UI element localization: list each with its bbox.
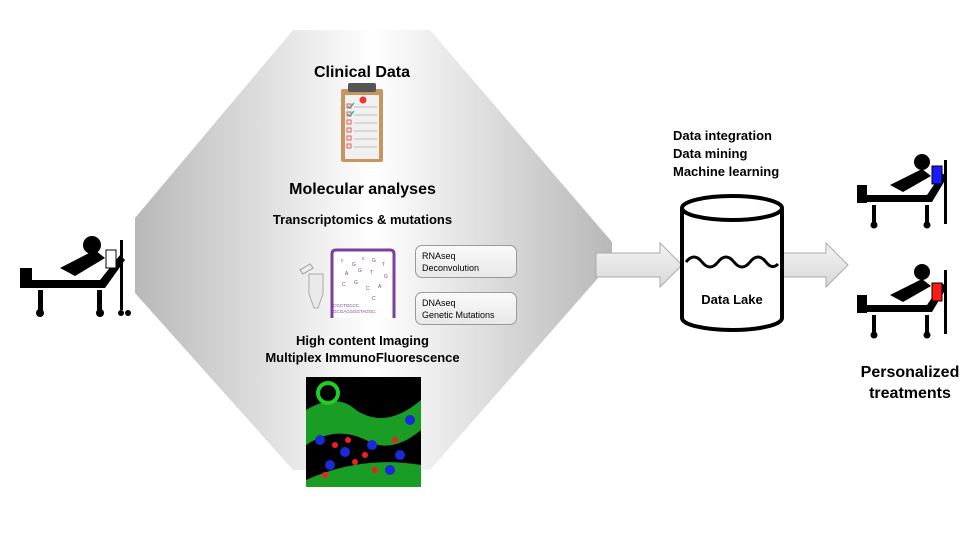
imaging-title-2: Multiplex ImmunoFluorescence [265,350,460,365]
data-lake-cylinder [680,194,784,332]
transcriptomics-title: Transcriptomics & mutations [272,212,453,227]
personalized-treatments-label: Personalized treatments [845,362,975,404]
svg-text:A: A [378,284,382,290]
svg-text:C: C [342,282,346,288]
rnaseq-label: RNAseq [422,251,456,261]
patient-icon-treated-blue [857,154,947,229]
data-lake-label: Data Lake [701,292,763,307]
svg-text:c: c [341,258,344,264]
dnaseq-label: DNAseq [422,298,456,308]
dna-sequence-1: CGCTGCCC [333,303,359,308]
arrow-to-treatments [782,241,849,289]
imaging-title-1: High content Imaging [296,333,429,348]
outcome-line-2: treatments [869,385,951,402]
molecular-analyses-title: Molecular analyses [289,181,436,198]
svg-text:T: T [370,270,373,276]
immunofluorescence-image [306,377,421,487]
genetic-mutations-label: Genetic Mutations [422,310,495,320]
svg-text:C: C [372,296,376,302]
svg-text:T: T [382,262,385,268]
data-integration-label: Data integration [673,128,772,143]
patient-icon-treated-red [857,264,947,339]
clinical-data-title: Clinical Data [313,64,411,81]
dna-sequence-2: GCGACGGGTAGGC [333,309,376,314]
svg-text:G: G [358,268,362,274]
clipboard-icon [341,83,383,162]
rnaseq-box: RNAseq Deconvolution [415,245,517,278]
dnaseq-box: DNAseq Genetic Mutations [415,292,517,325]
svg-text:A: A [345,271,349,277]
outcome-line-1: Personalized [860,364,960,381]
svg-text:c: c [362,256,365,262]
arrow-to-lake [595,241,683,289]
sample-tube-icon [299,263,324,309]
svg-text:G: G [352,262,356,268]
deconvolution-label: Deconvolution [422,263,480,273]
patient-icon-input [20,236,131,317]
processing-steps: Data integration Data mining Machine lea… [673,127,779,181]
svg-text:G: G [372,258,376,264]
svg-text:G: G [384,274,388,280]
data-mining-label: Data mining [673,146,748,161]
svg-text:C: C [366,286,370,292]
svg-text:G: G [354,280,358,286]
machine-learning-label: Machine learning [673,164,780,179]
